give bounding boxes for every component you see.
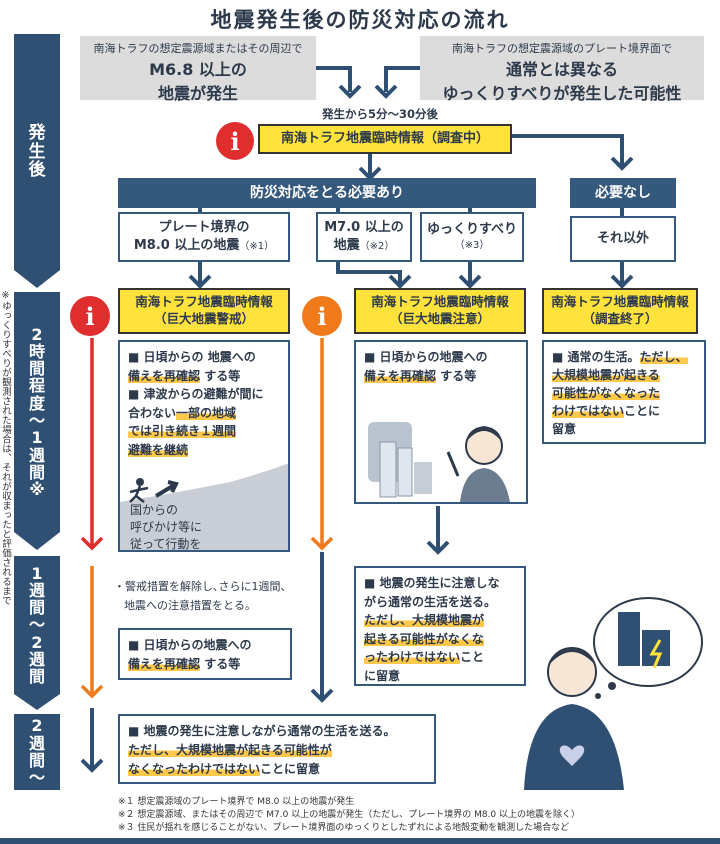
page-title: 地震発生後の防災対応の流れ — [210, 8, 510, 32]
info-investigating: 南海トラフ地震臨時情報（調査中） — [258, 124, 512, 154]
arrow-right-trigger — [384, 66, 420, 92]
info-icon-red-warning: i — [70, 296, 110, 336]
phase-arrow-3 — [14, 694, 60, 710]
phase-arrow-1 — [14, 270, 60, 288]
normal-life-box: ■ 地震の発生に注意しながら通常の生活を送る。 ただし、大規模地震が起きる可能性… — [118, 714, 436, 784]
trigger-slow-slip: 南海トラフの想定震源域のプレート境界面で 通常とは異なる ゆっくりすべりが発生し… — [420, 36, 704, 103]
slow-slip-side-note: ※ゆっくりすべりが観測された場合は、それが収まったと評価されるまで — [0, 290, 11, 605]
time-label: 発生から5分〜30分後 — [321, 107, 438, 121]
ended-actions-box: ■ 通常の生活。ただし、 大規模地震が起きる 可能性がなくなった わけではないこ… — [542, 340, 706, 444]
info-icon-orange-caution: i — [302, 296, 342, 336]
info-investigation-ended: 南海トラフ地震臨時情報（調査終了） — [542, 288, 698, 334]
bar-not-required: 必要なし — [570, 178, 676, 208]
week-extension-note: ・警戒措置を解除し､さらに1週間、 地震への注意措置をとる。 — [114, 580, 292, 612]
bar-action-required: 防災対応をとる必要あり — [118, 178, 536, 208]
condition-other: それ以外 — [570, 216, 676, 262]
arrow-left-trigger — [316, 66, 352, 92]
arrowhead-right-trigger — [374, 84, 398, 99]
info-major-caution: 南海トラフ地震臨時情報（巨大地震注意） — [354, 288, 526, 334]
condition-m70: M7.0 以上の 地震（※2） — [316, 212, 412, 262]
condition-slow-slip: ゆっくりすべり （※3） — [420, 212, 524, 262]
week2-actions-box: ■ 日頃からの地震への備えを再確認 する等 — [118, 628, 292, 680]
thinking-person-illustration — [524, 597, 703, 790]
caution-actions-box: ■ 日頃からの地震への備えを再確認 する等 — [354, 340, 528, 504]
caution-week2-box: ■ 地震の発生に注意しながら通常の生活を送る。 ただし、大規模地震が 起きる可能… — [354, 566, 526, 686]
supplies-and-person-illustration — [368, 422, 510, 502]
info-icon-red: i — [216, 122, 254, 160]
warning-actions-box: ■ 日頃からの 地震への備えを再確認 する等 ■ 津波からの避難が間に合わない一… — [118, 340, 290, 552]
info-major-warning: 南海トラフ地震臨時情報（巨大地震警戒） — [118, 288, 290, 334]
condition-m80: プレート境界の M8.0 以上の地震（※1） — [118, 212, 290, 262]
arrow-to-noneed — [512, 134, 624, 168]
evacuation-illustration — [120, 463, 288, 550]
phase-after-occurrence: 発生後 — [14, 34, 60, 270]
bottom-border — [0, 838, 720, 844]
phase-arrow-2 — [14, 532, 60, 550]
footnotes: ※１ 想定震源域のプレート境界で M8.0 以上の地震が発生 ※２ 想定震源域、… — [118, 797, 581, 834]
trigger-m68-earthquake: 南海トラフの想定震源域またはその周辺で M6.8 以上の 地震が発生 — [80, 36, 316, 103]
arrowhead-left-trigger — [338, 84, 362, 99]
